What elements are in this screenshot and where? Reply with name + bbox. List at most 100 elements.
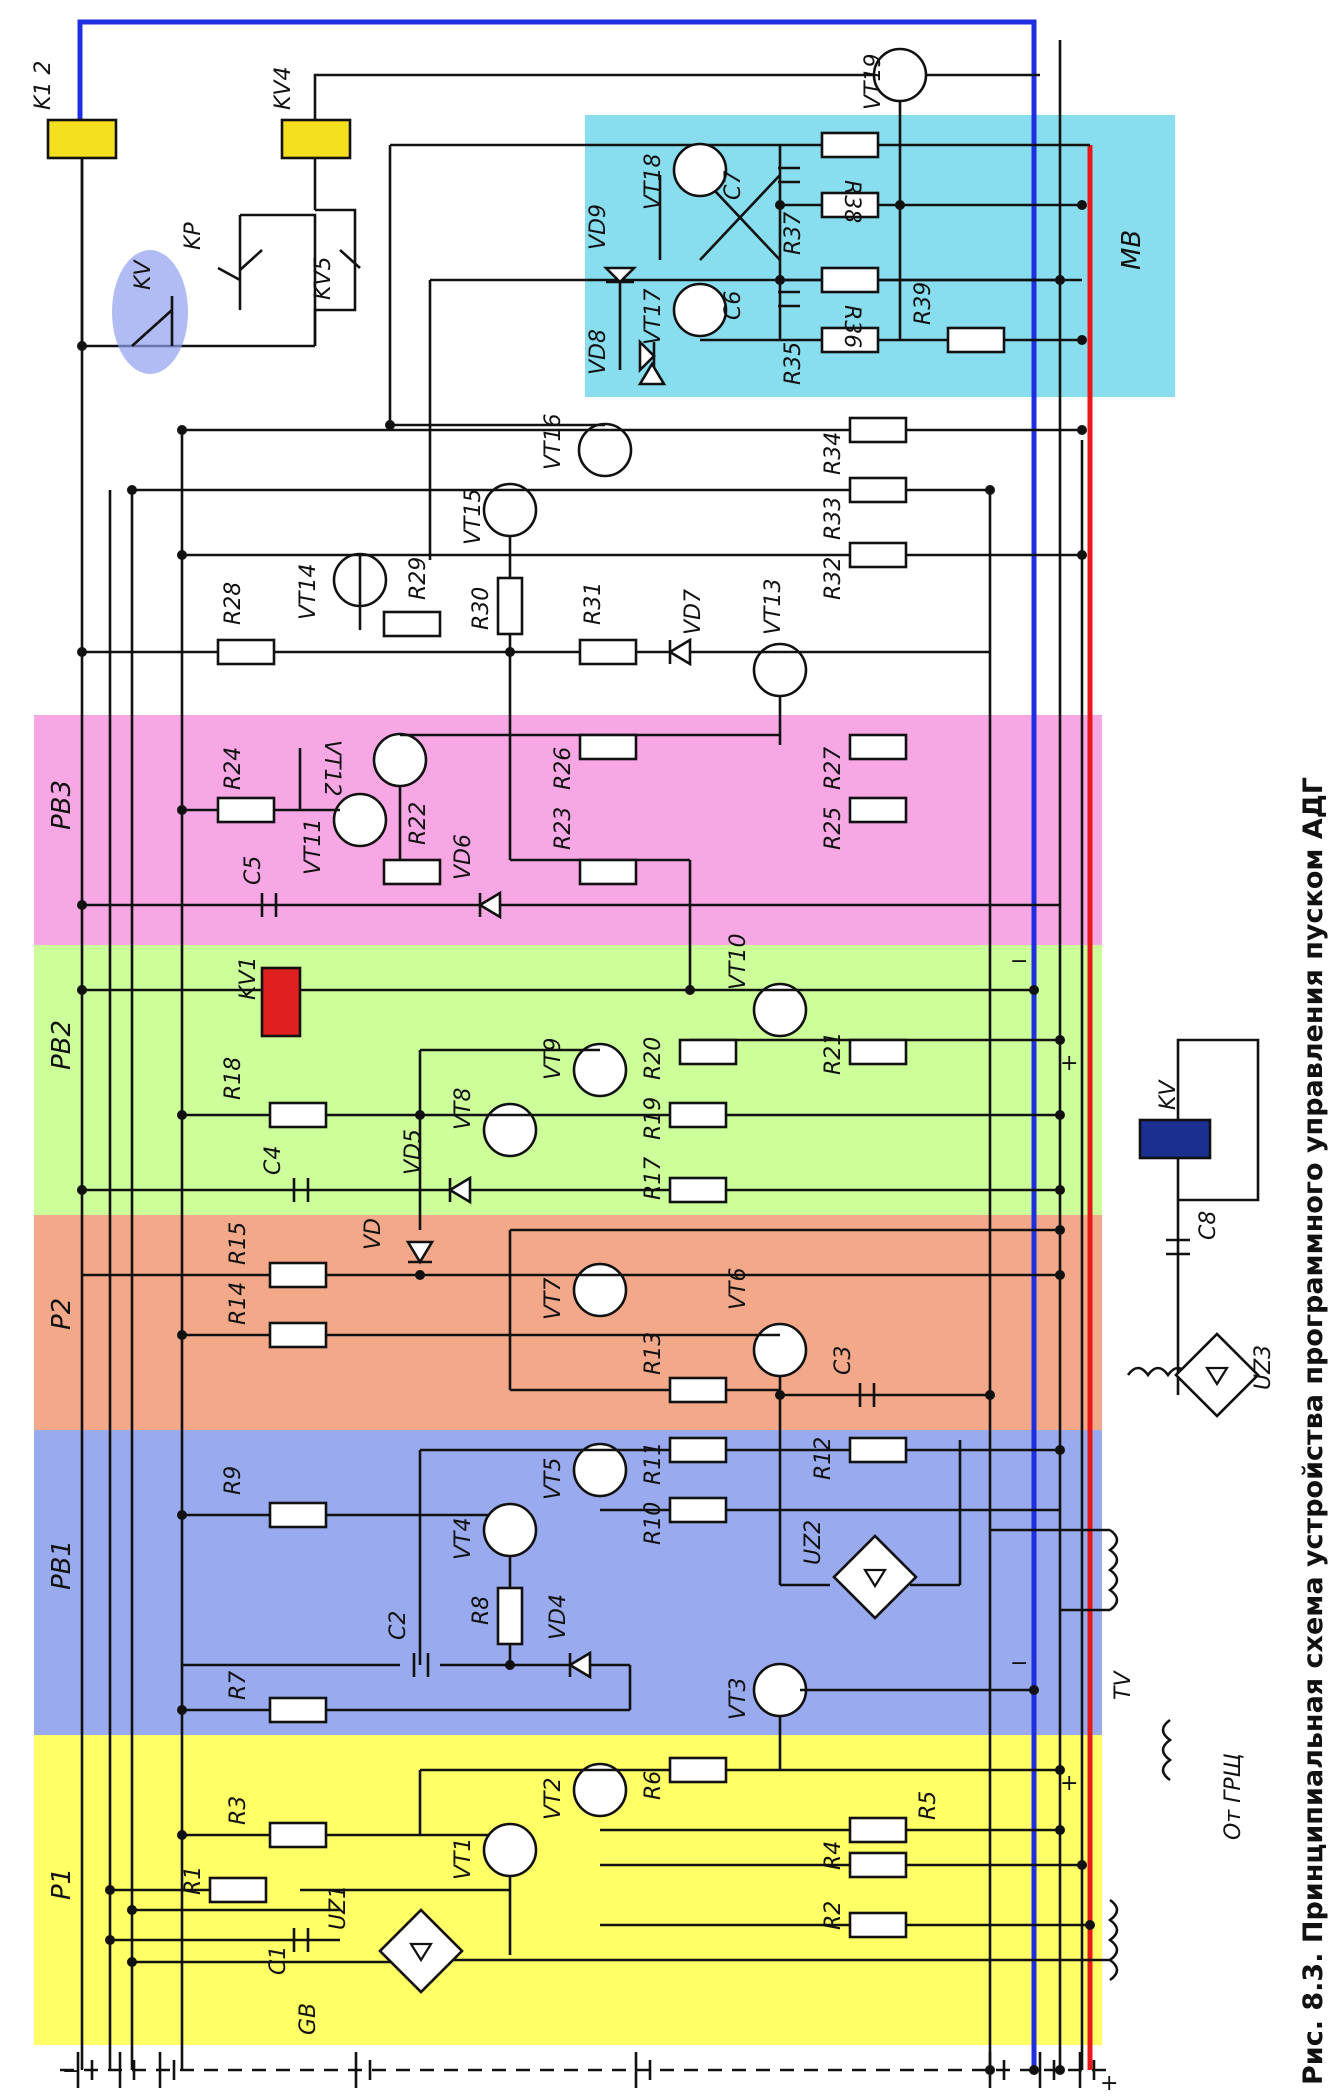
label-uz1: UZ1 — [326, 1885, 351, 1930]
label-vt10: VT10 — [726, 934, 751, 990]
label-r18: R18 — [221, 1057, 246, 1100]
block-mv — [585, 115, 1175, 397]
resistor-r28 — [216, 638, 276, 666]
label-r34: R34 — [821, 432, 846, 475]
transistor-vt11 — [332, 792, 388, 848]
resistor-r32 — [848, 541, 908, 569]
bus-blue — [77, 19, 1037, 2070]
resistor-r10 — [668, 1496, 728, 1524]
mv-resistors — [820, 131, 1006, 354]
transistor-vt12 — [372, 732, 428, 788]
label-vt8: VT8 — [451, 1088, 476, 1131]
resistor-r7 — [268, 1696, 328, 1724]
transistor-vt7 — [572, 1262, 628, 1318]
label-r15: R15 — [226, 1222, 251, 1265]
transistor-vt1 — [482, 1822, 538, 1878]
label-vt1: VT1 — [451, 1838, 476, 1881]
label-r37: R37 — [781, 212, 806, 255]
label-vt12: VT12 — [319, 740, 344, 796]
resistor-r39 — [946, 326, 1006, 354]
label-r27: R27 — [821, 747, 846, 790]
label-vt18: VT18 — [641, 154, 666, 210]
label-r11: R11 — [641, 1442, 666, 1485]
label-vt13: VT13 — [761, 579, 786, 635]
transistor-vt2 — [572, 1762, 628, 1818]
label-kp: KP — [181, 222, 206, 250]
relay-k12 — [46, 118, 118, 160]
transistor-vt9 — [572, 1042, 628, 1098]
label-r9: R9 — [221, 1466, 246, 1495]
label-r36: R36 — [839, 305, 864, 348]
label-c2: C2 — [386, 1611, 411, 1640]
label-r7: R7 — [226, 1671, 251, 1700]
label-kv: KV — [131, 259, 156, 290]
label-r35: R35 — [781, 342, 806, 385]
resistor-r5 — [848, 1816, 908, 1844]
label-from: От ГРЩ — [1221, 1753, 1246, 1840]
label-r31: R31 — [581, 582, 606, 625]
label-r4: R4 — [821, 1841, 846, 1870]
label-r14: R14 — [226, 1282, 251, 1325]
resistor-r6 — [668, 1756, 728, 1784]
label-minus-battery: − — [62, 2059, 80, 2084]
label-plus-battery: + — [1100, 2071, 1118, 2096]
block-pb3 — [34, 715, 1102, 945]
label-r19: R19 — [641, 1097, 666, 1140]
resistor-r11 — [668, 1436, 728, 1464]
label-vd7: VD7 — [681, 589, 706, 635]
block-label-pb3: PB3 — [47, 780, 77, 830]
transistor-vt8 — [482, 1102, 538, 1158]
resistor-r23 — [578, 858, 638, 886]
label-c3: C3 — [831, 1346, 856, 1375]
block-label-pb1: PB1 — [47, 1540, 77, 1590]
block-p2 — [34, 1215, 1102, 1430]
relay-kv4 — [280, 118, 352, 160]
resistor-r27 — [848, 733, 908, 761]
relay-kv1 — [260, 966, 302, 1038]
resistor-r34 — [848, 416, 908, 444]
label-r39: R39 — [911, 282, 936, 325]
label-r6: R6 — [641, 1771, 666, 1800]
p2-resistors — [268, 1261, 728, 1404]
label-vt5: VT5 — [541, 1458, 566, 1501]
pb3-resistors — [216, 733, 908, 886]
label-r13: R13 — [641, 1332, 666, 1375]
label-vd5: VD5 — [401, 1129, 426, 1175]
resistor-r36 — [820, 266, 880, 294]
label-r24: R24 — [221, 747, 246, 790]
label-vt11: VT11 — [301, 819, 326, 875]
label-r20: R20 — [641, 1037, 666, 1080]
resistor-r25 — [848, 796, 908, 824]
label-vt9: VT9 — [541, 1038, 566, 1081]
label-r25: R25 — [821, 807, 846, 850]
resistor-r15 — [268, 1261, 328, 1289]
label-vt17: VT17 — [641, 289, 666, 345]
label-vt16: VT16 — [541, 414, 566, 470]
pb1-resistors — [268, 1436, 908, 1724]
label-r30: R30 — [469, 587, 494, 630]
p1-resistors — [208, 1756, 908, 1939]
resistor-r17 — [668, 1176, 728, 1204]
label-r3: R3 — [226, 1796, 251, 1825]
resistor-r3 — [268, 1821, 328, 1849]
label-r28: R28 — [221, 582, 246, 625]
resistor-r20 — [678, 1038, 738, 1066]
resistor-r37 — [820, 191, 880, 219]
label-c8: C8 — [1196, 1211, 1221, 1240]
resistor-r14 — [268, 1321, 328, 1349]
label-minus-pb2: − — [1010, 949, 1028, 974]
label-plus-p1: + — [1060, 1771, 1078, 1796]
label-minus-pb1: − — [1010, 1651, 1028, 1676]
label-tv: TV — [1111, 1670, 1136, 1700]
label-uz3: UZ3 — [1251, 1345, 1276, 1390]
transistor-vt19 — [872, 47, 928, 103]
label-k12: K1 2 — [31, 61, 56, 110]
block-label-mv: MB — [1117, 230, 1147, 270]
label-r12: R12 — [811, 1437, 836, 1480]
block-label-p1: P1 — [47, 1868, 77, 1900]
label-kv1: KV1 — [236, 957, 261, 1000]
resistor-r33 — [848, 476, 908, 504]
figure-caption: Рис. 8.3. Принципиальная схема устройств… — [1298, 777, 1329, 2085]
pb2-resistors — [268, 1038, 908, 1204]
